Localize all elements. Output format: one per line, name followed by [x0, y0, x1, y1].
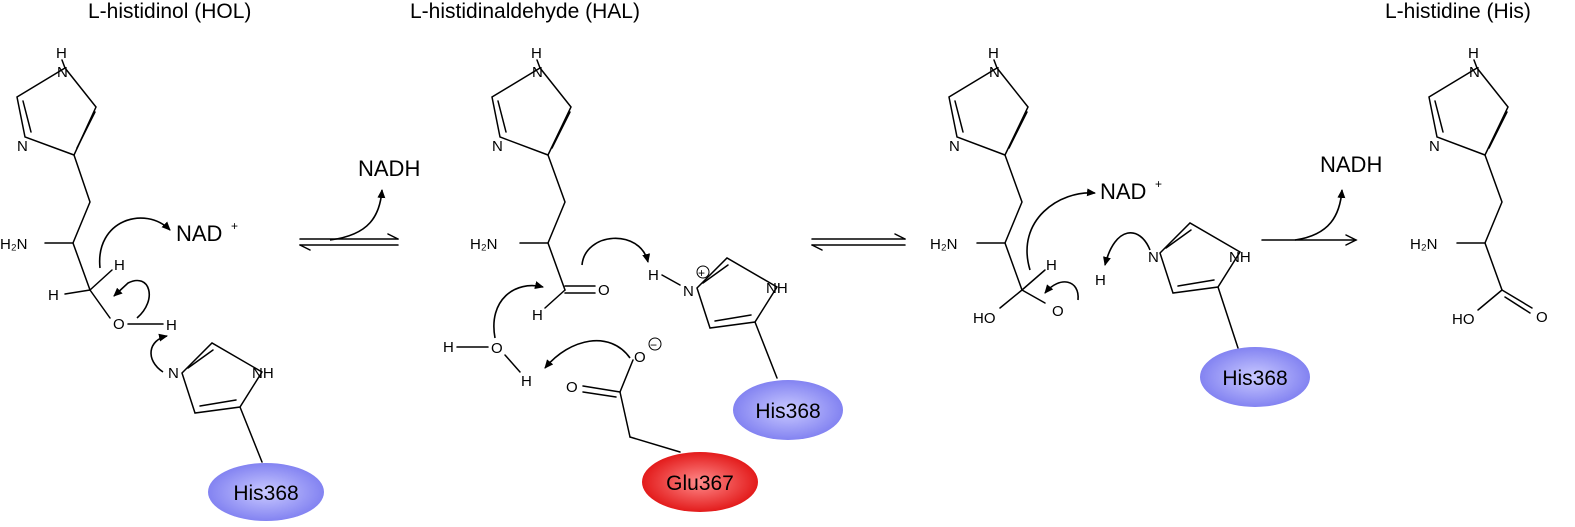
imidazole-ring-2: H N N [491, 45, 572, 156]
nad-charge: + [231, 219, 238, 233]
curved-arrow [544, 340, 631, 369]
atom-n: N [1429, 138, 1440, 155]
atom-o: O [1052, 303, 1064, 320]
atom-n: N [949, 138, 960, 155]
atom-ho: HO [1452, 311, 1475, 328]
nad-label: NAD [176, 221, 222, 246]
curved-arrow [581, 237, 651, 266]
atom-n: N [1148, 249, 1159, 266]
atom-o: O [113, 316, 125, 333]
curved-arrow [1026, 188, 1096, 271]
atom-h: H [56, 45, 67, 62]
his368-residue-2: His368 [733, 380, 843, 440]
atom-o: O [566, 379, 578, 396]
imidazole-ring-3: H N N [948, 45, 1029, 156]
histidinol-structure: H N N H₂N H H O H [0, 45, 177, 334]
atom-h2n: H₂N [470, 236, 498, 253]
intermediate-structure: H N N H₂N H HO O [930, 45, 1064, 327]
title-histidinol: L-histidinol (HOL) [88, 0, 252, 23]
atom-nh: NH [252, 365, 274, 382]
atom-n: N [17, 138, 28, 155]
atom-nh: NH [766, 280, 788, 297]
atom-n: N [57, 64, 68, 81]
atom-n: N [492, 138, 503, 155]
atom-h: H [1046, 257, 1057, 274]
imidazole-ring-4: H N N [1428, 45, 1509, 156]
nadh-label: NADH [1320, 152, 1382, 177]
his368-label: His368 [233, 482, 298, 505]
his368-residue-1: His368 [208, 463, 324, 521]
atom-h: H [443, 339, 454, 356]
glu367-residue: Glu367 [642, 452, 758, 512]
nad-label: NAD [1100, 179, 1146, 204]
equilibrium-arrow-2 [811, 233, 906, 251]
curved-arrow [113, 279, 151, 319]
histidine-structure: H N N H₂N HO O [1410, 45, 1548, 328]
atom-h2n: H₂N [930, 236, 958, 253]
his368-imidazole-1: N NH [168, 342, 274, 463]
his368-imidazole-2: H N + NH [648, 257, 788, 379]
atom-n: N [532, 64, 543, 81]
atom-n: N [989, 64, 1000, 81]
nadh-label: NADH [358, 156, 420, 181]
curved-arrow [150, 333, 168, 373]
atom-h: H [166, 317, 177, 334]
atom-h: H [1468, 45, 1479, 62]
atom-h: H [1095, 272, 1106, 289]
atom-nh: NH [1229, 249, 1251, 266]
atom-h: H [114, 257, 125, 274]
atom-h: H [521, 373, 532, 390]
curved-arrow [1044, 281, 1079, 301]
glu367-label: Glu367 [666, 472, 734, 495]
curved-arrow [493, 281, 544, 339]
his368-residue-3: His368 [1200, 347, 1310, 407]
equilibrium-arrow-1 [299, 189, 399, 251]
positive-charge: + [698, 266, 705, 280]
atom-ho: HO [973, 310, 996, 327]
atom-n: N [1469, 64, 1480, 81]
atom-h: H [532, 307, 543, 324]
atom-h: H [648, 267, 659, 284]
atom-h2n: H₂N [0, 236, 28, 253]
imidazole-ring-1: H N N [16, 45, 97, 156]
title-histidinaldehyde: L-histidinaldehyde (HAL) [410, 0, 640, 23]
atom-n: N [683, 283, 694, 300]
curved-arrow [99, 217, 171, 269]
title-histidine: L-histidine (His) [1385, 0, 1531, 23]
histidinaldehyde-structure: H N N H₂N O H [470, 45, 610, 324]
nad-charge: + [1155, 177, 1162, 191]
atom-h: H [48, 287, 59, 304]
forward-arrow [1261, 189, 1358, 246]
atom-o: O [634, 349, 646, 366]
atom-o: O [491, 340, 503, 357]
atom-o: O [1536, 309, 1548, 326]
atom-h2n: H₂N [1410, 236, 1438, 253]
his368-imidazole-3: N NH [1148, 222, 1251, 349]
glu367-carboxylate: O − O [566, 337, 681, 453]
atom-o: O [598, 282, 610, 299]
atom-h: H [988, 45, 999, 62]
his368-label: His368 [1222, 367, 1287, 390]
water-molecule: H O H [443, 339, 532, 390]
negative-charge: − [650, 338, 657, 352]
atom-n: N [168, 365, 179, 382]
curved-arrow [1103, 232, 1151, 266]
his368-label: His368 [755, 400, 820, 423]
atom-h: H [531, 45, 542, 62]
